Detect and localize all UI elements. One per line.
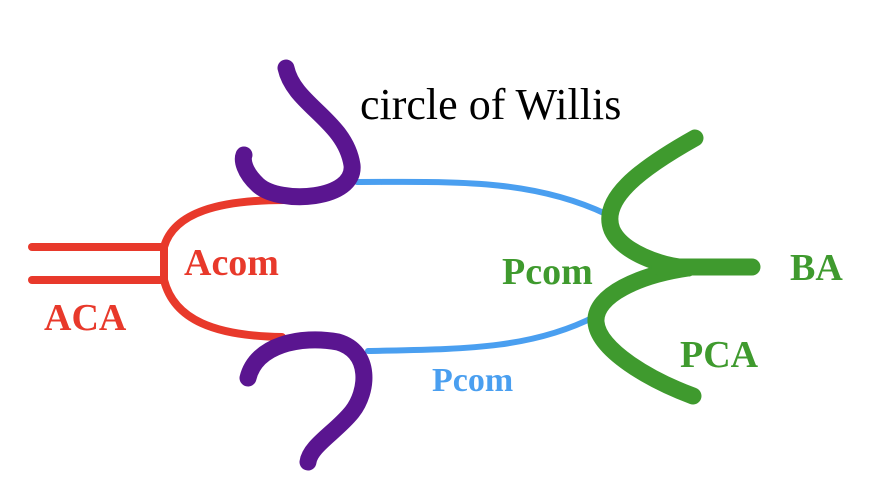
ica-vessels	[234, 59, 373, 471]
label-pca: PCA	[680, 334, 759, 376]
pcom-upper-vessel	[354, 178, 609, 217]
label-acom: Acom	[184, 242, 279, 284]
label-ba: BA	[790, 247, 843, 289]
label-pcom-upper: Pcom	[502, 251, 593, 293]
label-pcom-lower: Pcom	[432, 362, 513, 399]
label-aca: ACA	[44, 297, 127, 339]
pca-upper-vessel	[601, 129, 704, 277]
pcom-vessels	[354, 178, 609, 354]
pcom-lower-vessel	[365, 313, 599, 354]
posterior-vessels	[587, 129, 761, 405]
pca-lower-vessel	[587, 259, 702, 405]
diagram-title: circle of Willis	[360, 80, 621, 129]
aca-lower-curve	[160, 276, 286, 341]
ica-lower-vessel	[239, 331, 373, 471]
ica-upper-vessel	[234, 59, 361, 206]
anterior-vessels	[28, 196, 289, 341]
aca-upper-curve	[160, 196, 289, 251]
